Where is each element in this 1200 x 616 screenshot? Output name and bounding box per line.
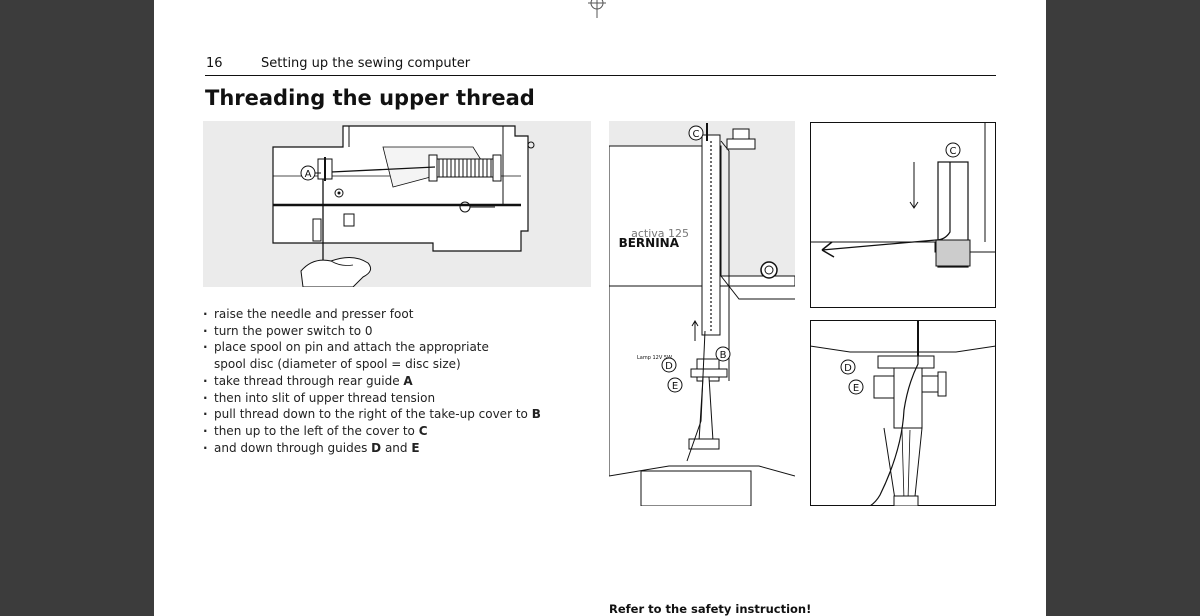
machine-front-illustration: activa 125 BERNINA Lamp 12V 5W C B D — [609, 121, 795, 506]
page-header: 16 Setting up the sewing computer — [205, 55, 996, 76]
closeup-guide-e-label: E — [853, 383, 859, 394]
brand-name: BERNINA — [619, 236, 680, 250]
list-item: turn the power switch to 0 — [201, 323, 541, 340]
takeup-closeup-illustration: C — [810, 122, 996, 308]
guide-d-label: D — [665, 361, 673, 372]
page-number: 16 — [206, 56, 223, 71]
guide-b-label: B — [720, 350, 727, 361]
list-item: and down through guides D and E — [201, 440, 541, 457]
model-name: activa 125 — [631, 227, 689, 240]
crop-mark-icon — [588, 0, 606, 18]
lamp-label: Lamp 12V 5W — [637, 355, 672, 361]
instruction-list: raise the needle and presser foot turn t… — [201, 306, 541, 456]
page-title: Threading the upper thread — [205, 86, 535, 110]
list-item: then up to the left of the cover to C — [201, 423, 541, 440]
document-page: 16 Setting up the sewing computer Thread… — [154, 0, 1046, 616]
closeup-guide-d-label: D — [844, 363, 852, 374]
list-item: take thread through rear guide A — [201, 373, 541, 390]
list-item: place spool on pin and attach the approp… — [201, 339, 541, 372]
spool-threading-illustration: A — [203, 121, 591, 287]
list-item: pull thread down to the right of the tak… — [201, 406, 541, 423]
closeup-guide-c-label: C — [950, 146, 957, 157]
chapter-title: Setting up the sewing computer — [261, 56, 471, 71]
list-item: then into slit of upper thread tension — [201, 390, 541, 407]
guide-e-label: E — [672, 381, 678, 392]
guide-c-label: C — [693, 129, 700, 140]
safety-note: Refer to the safety instruction! — [609, 602, 812, 616]
needle-guides-closeup-illustration: D E — [810, 320, 996, 506]
list-item: raise the needle and presser foot — [201, 306, 541, 323]
guide-a-label: A — [305, 169, 312, 180]
